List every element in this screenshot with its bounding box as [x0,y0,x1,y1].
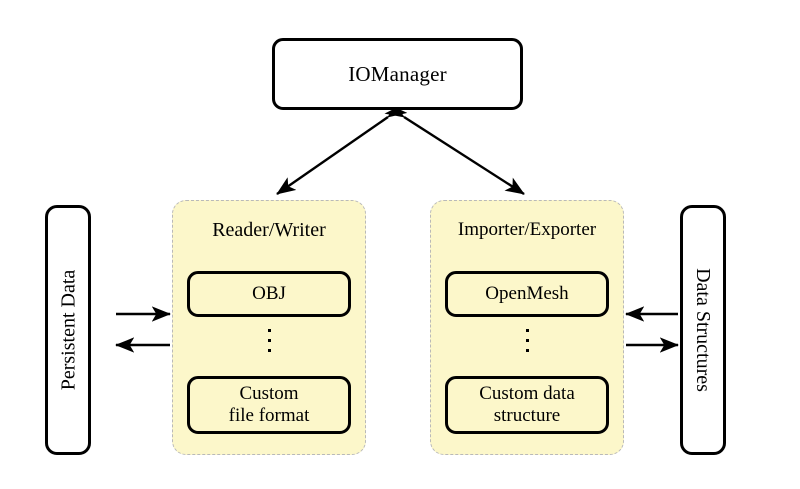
arrow-manager-readerwriter [276,100,408,195]
vdot-2 [525,339,529,342]
node-custom-data-structure[interactable]: Custom data structure [445,376,609,434]
node-data-structures[interactable]: Data Structures [680,205,726,455]
vdot-2 [267,339,271,342]
node-io-manager[interactable]: IOManager [272,38,523,110]
vdot-1 [267,329,271,332]
node-openmesh-label: OpenMesh [485,283,569,305]
group-importer-exporter-title: Importer/Exporter [457,219,597,240]
node-custom-file-format-line1: Custom [239,383,299,405]
vdot-1 [525,329,529,332]
persistent-data-label: Persistent Data [57,269,79,391]
vdots-importer-exporter [431,329,623,352]
group-reader-writer[interactable]: Reader/Writer OBJ Custom file format [172,200,366,455]
group-importer-exporter[interactable]: Importer/Exporter OpenMesh Custom data s… [430,200,624,455]
vdot-3 [267,349,271,352]
node-persistent-data[interactable]: Persistent Data [45,205,91,455]
vdots-reader-writer [173,329,365,352]
data-structures-label: Data Structures [692,268,715,392]
io-manager-label: IOManager [348,61,447,86]
group-reader-writer-title: Reader/Writer [212,219,326,241]
node-custom-file-format-line2: file format [228,405,310,426]
vdot-3 [525,349,529,352]
node-obj-label: OBJ [252,283,286,305]
node-custom-data-structure-line2: structure [493,405,561,426]
node-custom-data-structure-line1: Custom data [479,383,575,405]
node-custom-file-format[interactable]: Custom file format [187,376,351,434]
arrow-manager-importerexporter [384,100,525,196]
node-openmesh[interactable]: OpenMesh [445,271,609,317]
node-obj[interactable]: OBJ [187,271,351,317]
